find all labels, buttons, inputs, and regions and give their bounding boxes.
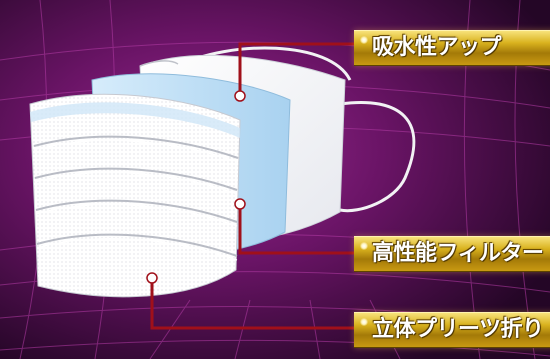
callout-high-performance-filter: 高性能フィルター [354, 236, 550, 272]
pleat-lines [33, 135, 239, 257]
pleat-highlights [33, 140, 239, 261]
callout-3d-pleats: 立体プリーツ折り [354, 312, 550, 348]
leader-line-1 [234, 42, 356, 102]
leader-line-3 [146, 272, 356, 330]
leader-line-2 [234, 198, 356, 255]
callout-absorbency: 吸水性アップ [354, 30, 550, 66]
mask-layer-back-edge [139, 60, 179, 67]
mask-top-band [30, 102, 240, 138]
